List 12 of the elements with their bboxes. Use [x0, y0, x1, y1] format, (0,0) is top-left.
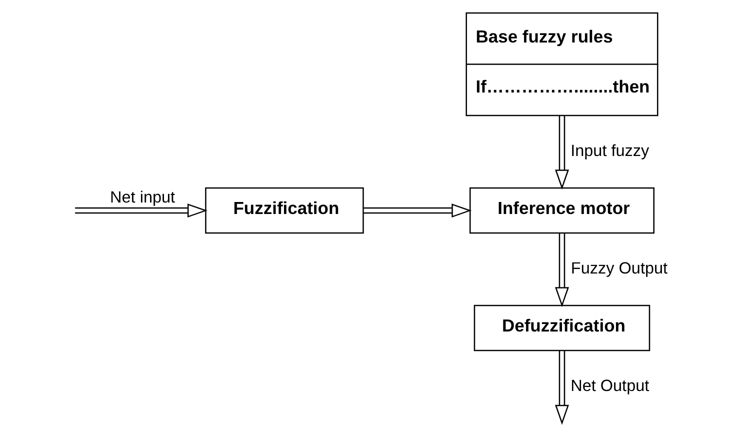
arrow: [554, 350, 568, 425]
arrow: [554, 233, 568, 308]
node-box: Inference motor: [468, 187, 654, 234]
edge-label: Input fuzzy: [570, 142, 649, 160]
node-box: Defuzzification: [473, 304, 650, 352]
edge-label: Fuzzy Output: [570, 260, 668, 278]
node-box: Fuzzification: [204, 187, 364, 234]
arrow: [554, 116, 568, 190]
arrow: [74, 204, 207, 218]
arrow: [363, 204, 472, 218]
edge-label: Net Output: [570, 377, 649, 396]
edge-label: Net input: [110, 188, 175, 206]
